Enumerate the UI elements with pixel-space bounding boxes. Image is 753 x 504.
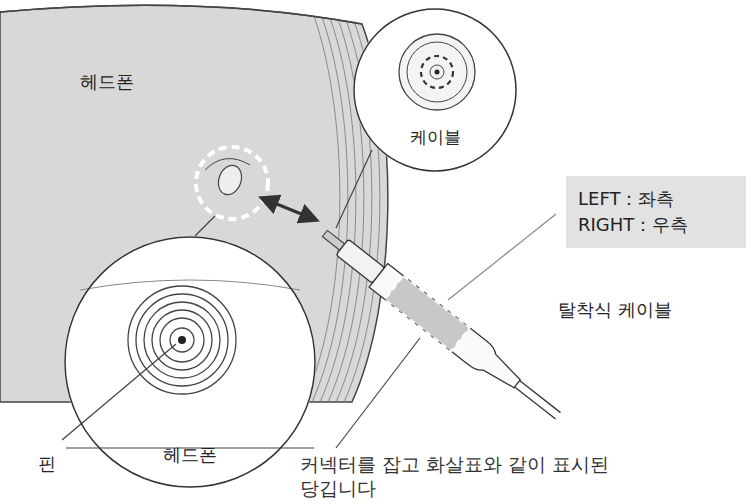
side-label: LEFT：좌측: [578, 186, 674, 212]
callout-circle: 헤드폰: [64, 236, 316, 488]
callout-label: 헤드폰: [163, 442, 217, 468]
label-box: LEFT：좌측RIGHT：우측: [566, 176, 746, 248]
callout-circle: 케이블: [353, 8, 517, 172]
part-name: 헤드폰: [78, 70, 136, 94]
headphone-port: [196, 147, 268, 219]
callout-ground: [64, 236, 316, 488]
part-name: 탈착식 케이블: [556, 298, 674, 322]
leader-line: [195, 216, 215, 236]
callout-outline: [353, 8, 517, 172]
part-name: 핀: [36, 452, 58, 476]
leader-line: [448, 214, 556, 300]
leader-line: [336, 338, 420, 448]
callout-label: 케이블: [410, 125, 461, 150]
pin-leader: [62, 344, 176, 440]
headphone-housing: [0, 5, 388, 402]
cable-end-detail: [399, 34, 475, 110]
leader-line: [336, 150, 372, 228]
direction-arrow: [262, 198, 316, 220]
jack-detail: [66, 280, 314, 448]
cable-connector: [316, 222, 568, 428]
instruction-note: 커넥터를 잡고 화살표와 같이 표시된: [298, 452, 611, 478]
side-label: RIGHT：우측: [578, 212, 688, 238]
instruction-note: 당깁니다: [298, 476, 378, 502]
callout-ground: [353, 8, 517, 172]
